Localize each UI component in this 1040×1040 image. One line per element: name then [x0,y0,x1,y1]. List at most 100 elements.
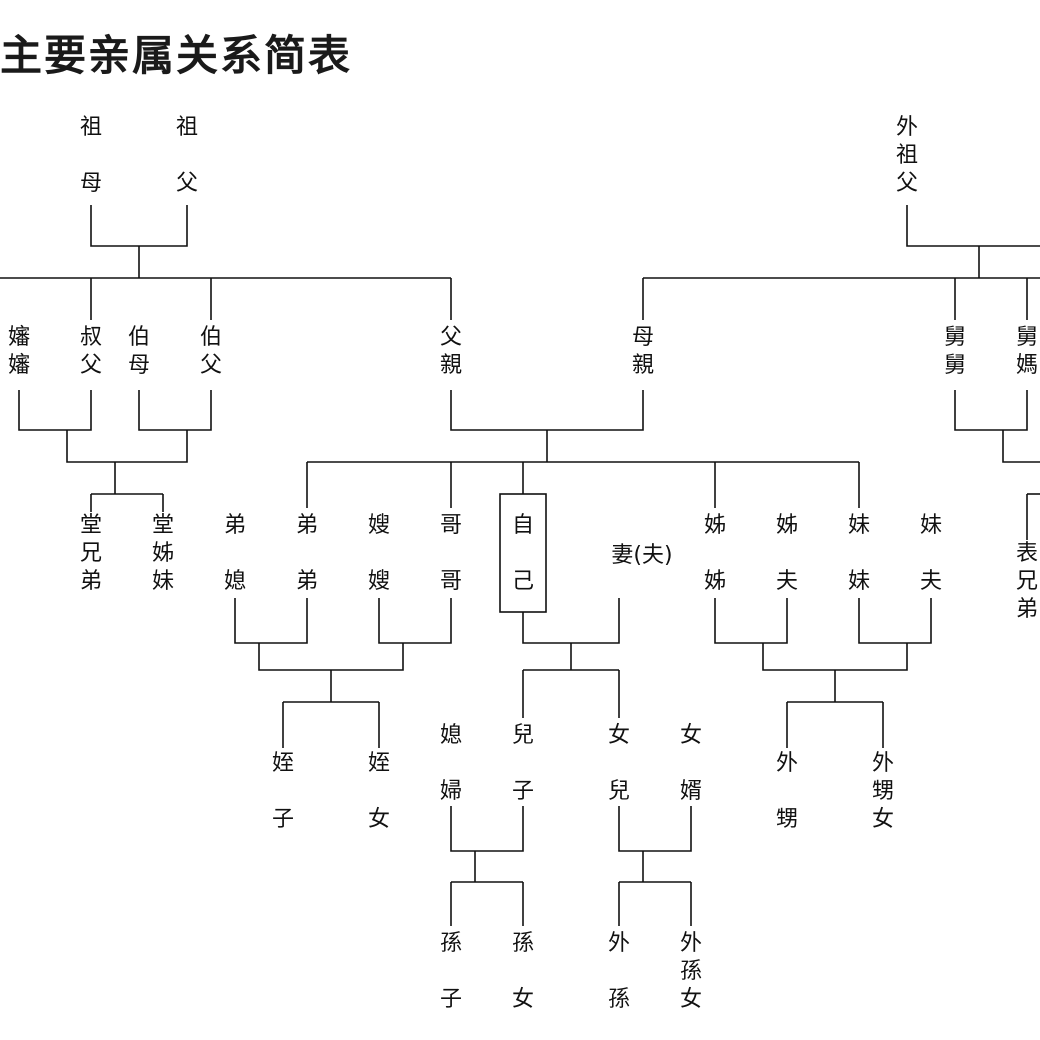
connector [618,806,692,852]
node-nvxu-char: 婿 [680,779,702,804]
node-jiefu-char: 姊 [776,513,798,538]
node-bomu-char: 母 [128,353,150,378]
node-waisun-char: 外 [608,931,630,956]
node-zufu: 祖父 [176,115,198,196]
node-nver: 女兒 [608,723,630,804]
node-muqin: 母親 [632,325,654,378]
node-didi-char: 弟 [296,513,318,538]
node-gege: 哥哥 [440,513,462,594]
node-zufu-char: 父 [176,171,198,196]
connector [1002,430,1040,463]
node-fuqin-char: 親 [440,353,462,378]
node-gege-char: 哥 [440,513,462,538]
node-erzi-char: 兒 [512,723,534,748]
node-tangzimei-char: 妹 [152,569,174,594]
node-waisun-char: 孫 [608,987,630,1012]
node-didi: 弟弟 [296,513,318,594]
node-dixi-char: 弟 [224,513,246,538]
node-waisunnv-char: 女 [680,987,702,1012]
node-meimei-char: 妹 [848,569,870,594]
node-sunzi: 孫子 [440,931,462,1012]
node-jiejie-char: 姊 [704,513,726,538]
node-didi-char: 弟 [296,569,318,594]
node-bomu-char: 伯 [128,325,150,350]
node-nvxu: 女婿 [680,723,702,804]
node-waisheng-char: 外 [776,751,798,776]
node-zumu: 祖母 [80,115,102,196]
node-qi: 妻(夫) [611,543,672,568]
node-sunnv: 孫女 [512,931,534,1012]
node-waisheng: 外甥 [776,751,798,832]
node-waizufu-char: 父 [896,171,918,196]
node-muqin-char: 親 [632,353,654,378]
node-biaoxiongdi-char: 兄 [1016,569,1038,594]
node-meifu-char: 夫 [920,569,942,594]
node-biaoxiongdi: 表兄弟 [1016,541,1038,622]
connector [954,390,1028,431]
node-waishengnv: 外甥女 [872,751,894,832]
node-bofu-char: 伯 [200,325,222,350]
node-nver-char: 女 [608,723,630,748]
node-jiuma-char: 媽 [1016,353,1038,378]
node-zumu-char: 母 [80,171,102,196]
node-erzi: 兒子 [512,723,534,804]
node-jiuma: 舅媽 [1016,325,1038,378]
node-xifu: 媳婦 [440,723,462,804]
node-zufu-char: 祖 [176,115,198,140]
node-zhinv: 姪女 [368,751,390,832]
connector [138,390,212,431]
node-waisun: 外孫 [608,931,630,1012]
node-waishengnv-char: 外 [872,751,894,776]
node-tangzimei-char: 姊 [152,541,174,566]
node-dixi-char: 媳 [224,569,246,594]
self-box [499,493,547,613]
connector-lines [0,205,1040,926]
node-shufu-char: 父 [80,353,102,378]
node-jiejie: 姊姊 [704,513,726,594]
node-tangxiongdi-char: 弟 [80,569,102,594]
node-waishengnv-char: 甥 [872,779,894,804]
node-sao-char: 嫂 [368,569,390,594]
node-nvxu-char: 女 [680,723,702,748]
node-zhizi: 姪子 [272,751,294,832]
node-meifu-char: 妹 [920,513,942,538]
node-meimei: 妹妹 [848,513,870,594]
node-bofu: 伯父 [200,325,222,378]
node-tangzimei-char: 堂 [152,513,174,538]
node-jiejie-char: 姊 [704,569,726,594]
node-waisunnv: 外孫女 [680,931,702,1012]
node-zhizi-char: 姪 [272,751,294,776]
node-tangxiongdi: 堂兄弟 [80,513,102,594]
node-sunnv-char: 孫 [512,931,534,956]
node-muqin-char: 母 [632,325,654,350]
node-biaoxiongdi-char: 表 [1016,541,1038,566]
connector [714,598,788,644]
connector [906,205,1040,247]
node-sunzi-char: 孫 [440,931,462,956]
node-shufu-char: 叔 [80,325,102,350]
node-sao: 嫂嫂 [368,513,390,594]
node-ziji-char: 自 [512,513,534,538]
node-waizufu-char: 外 [896,115,918,140]
node-meifu: 妹夫 [920,513,942,594]
node-ziji-char: 己 [512,569,534,594]
node-zhinv-char: 姪 [368,751,390,776]
node-jiefu-char: 夫 [776,569,798,594]
node-sunzi-char: 子 [440,987,462,1012]
node-zhizi-char: 子 [272,807,294,832]
node-shenshen: 嬸嬸 [8,325,30,378]
connector [90,205,188,247]
connector [18,390,92,431]
node-meimei-char: 妹 [848,513,870,538]
node-waisunnv-char: 外 [680,931,702,956]
connector [378,598,452,644]
node-shufu: 叔父 [80,325,102,378]
node-zumu-char: 祖 [80,115,102,140]
node-shenshen-char: 嬸 [8,353,30,378]
node-jiujiu-char: 舅 [944,353,966,378]
node-zhinv-char: 女 [368,807,390,832]
node-fuqin-char: 父 [440,325,462,350]
node-ziji: 自己 [512,513,534,594]
connector [858,598,932,644]
